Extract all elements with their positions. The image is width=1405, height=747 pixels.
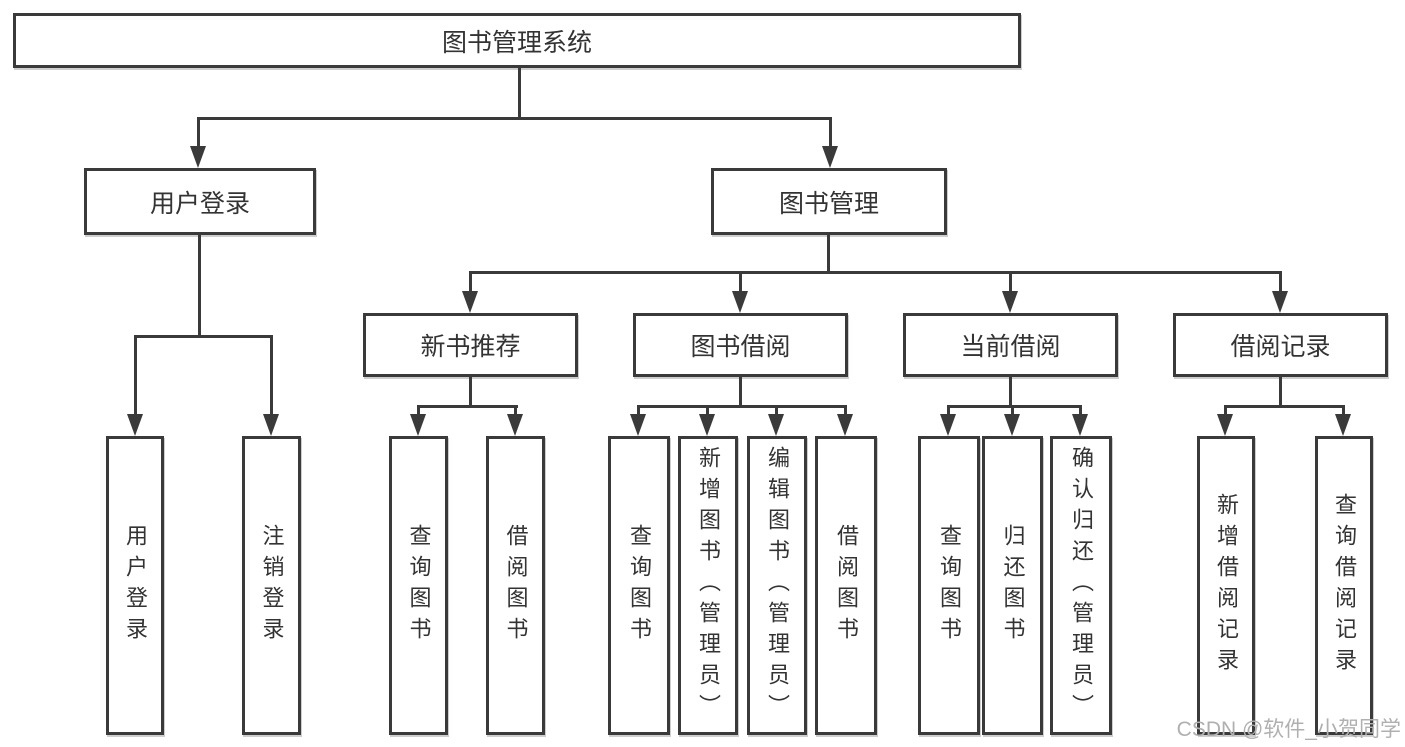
arrow-down-icon [1335, 414, 1351, 436]
connector-line [417, 405, 420, 421]
leaf-label: 借阅图书 [834, 523, 859, 648]
connector-line [827, 235, 830, 274]
connector-line [469, 377, 472, 408]
connector-line [469, 271, 472, 296]
connector-line [829, 117, 832, 150]
connector-line [1342, 405, 1345, 421]
leaf-label: 注销登录 [259, 523, 285, 648]
connector-line [1011, 405, 1014, 421]
connector-line [739, 377, 742, 408]
leaf-label: 查询图书 [627, 523, 652, 648]
arrow-down-icon [837, 414, 853, 436]
connector-line [134, 335, 137, 421]
arrow-down-icon [127, 414, 143, 436]
leaf-edit-book-admin: 编辑图书（管理员） [747, 436, 807, 735]
arrow-down-icon [1002, 291, 1018, 313]
watermark: CSDN @软件_小贺同学 [1176, 718, 1401, 741]
connector-line [1009, 377, 1012, 408]
connector-line [1279, 271, 1282, 296]
arrow-down-icon [822, 146, 838, 168]
arrow-down-icon [507, 414, 523, 436]
leaf-label: 归还图书 [1000, 523, 1026, 648]
node-label: 当前借阅 [960, 333, 1061, 361]
leaf-label: 借阅图书 [503, 523, 529, 648]
arrow-down-icon [630, 414, 646, 436]
leaf-query-books-recommend: 查询图书 [389, 436, 448, 735]
connector-line [1224, 405, 1345, 408]
leaf-add-borrow-record: 新增借阅记录 [1197, 436, 1255, 735]
connector-line [1009, 271, 1012, 296]
connector-line [518, 68, 521, 120]
node-user-login: 用户登录 [84, 168, 316, 235]
node-label: 用户登录 [149, 189, 250, 218]
connector-line [469, 271, 1282, 274]
arrow-down-icon [1072, 414, 1088, 436]
node-current-borrow: 当前借阅 [903, 313, 1118, 377]
connector-line [197, 117, 832, 120]
arrow-down-icon [699, 414, 715, 436]
leaf-user-login: 用户登录 [106, 436, 164, 735]
leaf-label: 用户登录 [123, 523, 148, 648]
leaf-label: 新增图书（管理员） [696, 446, 721, 725]
leaf-label: 查询图书 [937, 523, 962, 648]
arrow-down-icon [190, 146, 206, 168]
connector-line [197, 117, 200, 150]
arrow-down-icon [410, 414, 426, 436]
arrow-down-icon [1004, 414, 1020, 436]
node-label: 新书推荐 [420, 333, 521, 361]
node-book-management: 图书管理 [711, 168, 947, 235]
leaf-query-borrow-record: 查询借阅记录 [1315, 436, 1373, 735]
node-book-borrow: 图书借阅 [633, 313, 848, 377]
node-label: 图书管理系统 [441, 28, 592, 57]
connector-line [514, 405, 517, 421]
leaf-label: 查询图书 [406, 523, 432, 648]
leaf-label: 查询借阅记录 [1332, 492, 1357, 679]
connector-line [417, 405, 518, 408]
node-label: 图书借阅 [690, 333, 791, 361]
connector-line [844, 405, 847, 421]
connector-line [1224, 405, 1227, 421]
node-borrow-records: 借阅记录 [1173, 313, 1388, 377]
leaf-label: 编辑图书（管理员） [765, 446, 790, 725]
connector-line [637, 405, 640, 421]
leaf-logout: 注销登录 [242, 436, 301, 735]
connector-line [706, 405, 709, 421]
node-root: 图书管理系统 [13, 13, 1021, 68]
connector-line [198, 235, 201, 338]
connector-line [1079, 405, 1082, 421]
connector-line [270, 335, 273, 421]
arrow-down-icon [1272, 291, 1288, 313]
connector-line [739, 271, 742, 296]
connector-line [637, 405, 847, 408]
leaf-borrow-books: 借阅图书 [815, 436, 877, 735]
leaf-add-book-admin: 新增图书（管理员） [678, 436, 738, 735]
leaf-label: 确认归还（管理员） [1069, 446, 1094, 725]
leaf-query-books-current: 查询图书 [918, 436, 980, 735]
arrow-down-icon [263, 414, 279, 436]
connector-line [134, 335, 273, 338]
leaf-return-book: 归还图书 [982, 436, 1043, 735]
connector-line [775, 405, 778, 421]
leaf-borrow-books-recommend: 借阅图书 [486, 436, 545, 735]
leaf-query-books-borrow: 查询图书 [608, 436, 670, 735]
node-label: 图书管理 [778, 189, 879, 218]
arrow-down-icon [462, 291, 478, 313]
arrow-down-icon [940, 414, 956, 436]
connector-line [947, 405, 950, 421]
arrow-down-icon [768, 414, 784, 436]
arrow-down-icon [1217, 414, 1233, 436]
node-new-book-recommend: 新书推荐 [363, 313, 578, 377]
connector-line [1279, 377, 1282, 408]
node-label: 借阅记录 [1230, 333, 1331, 361]
connector-line [947, 405, 1082, 408]
leaf-label: 新增借阅记录 [1214, 492, 1239, 679]
arrow-down-icon [732, 291, 748, 313]
leaf-confirm-return-admin: 确认归还（管理员） [1050, 436, 1112, 735]
